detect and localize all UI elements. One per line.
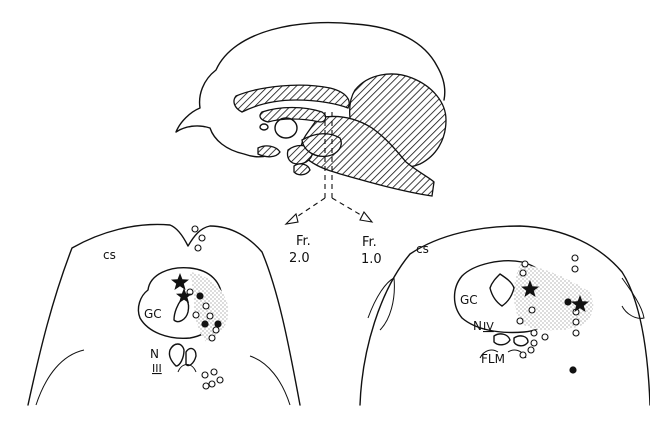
left-peduncle-right <box>250 356 290 405</box>
open-circle-marker <box>195 245 201 251</box>
left-gc-label: GC <box>144 307 162 321</box>
left-aqueduct <box>174 299 189 322</box>
left-n3-lobe-b <box>186 349 196 366</box>
open-circle-marker <box>207 313 213 319</box>
right-lateral-lobe-right <box>622 278 644 318</box>
filled-dot-marker <box>564 298 571 305</box>
star-marker <box>171 273 189 290</box>
arrowhead-fr2 <box>286 214 298 224</box>
frontal-level-right-line1: Fr. <box>362 235 377 250</box>
open-circle-marker <box>193 312 199 318</box>
left-coronal-section <box>28 224 300 405</box>
right-aqueduct <box>490 274 514 306</box>
filled-dot-marker <box>214 320 221 327</box>
right-n-label: N <box>473 319 482 333</box>
open-circle-marker <box>572 266 578 272</box>
left-n3-lobe-a <box>169 344 184 366</box>
open-circle-marker <box>209 335 215 341</box>
open-circle-marker <box>528 347 534 353</box>
arrowhead-fr1 <box>360 212 372 222</box>
open-circle-marker <box>529 307 535 313</box>
open-circle-marker <box>520 352 526 358</box>
left-n-numeral: III <box>152 362 162 375</box>
open-circle-marker <box>542 334 548 340</box>
sagittal-brain <box>176 23 446 224</box>
frontal-level-left-line1: Fr. <box>296 234 311 249</box>
filled-dot-marker <box>569 366 576 373</box>
open-circle-marker <box>517 318 523 324</box>
open-circle-marker <box>199 235 205 241</box>
left-n-label: N <box>150 347 159 361</box>
filled-dot-marker <box>201 320 208 327</box>
frontal-level-left-line2: 2.0 <box>289 251 310 266</box>
anterior-commissure <box>260 124 268 130</box>
open-circle-marker <box>209 381 215 387</box>
left-section-outline <box>28 224 300 405</box>
right-n4-lobe-b <box>514 336 528 346</box>
arrow-to-fr1 <box>332 198 366 218</box>
open-circle-marker <box>531 330 537 336</box>
open-circle-marker <box>217 377 223 383</box>
open-circle-marker <box>213 327 219 333</box>
optic-chiasm <box>258 146 280 157</box>
left-peduncle-left <box>36 350 84 405</box>
open-circle-marker <box>522 261 528 267</box>
open-circle-marker <box>573 319 579 325</box>
open-circle-marker <box>531 340 537 346</box>
right-coronal-section <box>360 226 650 405</box>
pituitary <box>294 164 310 175</box>
open-circle-marker <box>192 226 198 232</box>
open-circle-marker <box>211 369 217 375</box>
open-circle-marker <box>202 372 208 378</box>
right-flm-label: FLM <box>481 352 505 366</box>
left-cs-label: cs <box>103 248 116 262</box>
right-section-outline <box>360 226 650 405</box>
open-circle-marker <box>203 383 209 389</box>
open-circle-marker <box>573 330 579 336</box>
thalamus <box>275 118 297 138</box>
filled-dot-marker <box>196 292 203 299</box>
open-circle-marker <box>203 303 209 309</box>
open-circle-marker <box>572 255 578 261</box>
right-n4-lobe-a <box>494 334 510 345</box>
right-gc-label: GC <box>460 293 478 307</box>
open-circle-marker <box>520 270 526 276</box>
right-n-numeral: IV <box>483 320 494 333</box>
frontal-level-right-line2: 1.0 <box>361 252 382 267</box>
right-cs-label: cs <box>416 242 429 256</box>
